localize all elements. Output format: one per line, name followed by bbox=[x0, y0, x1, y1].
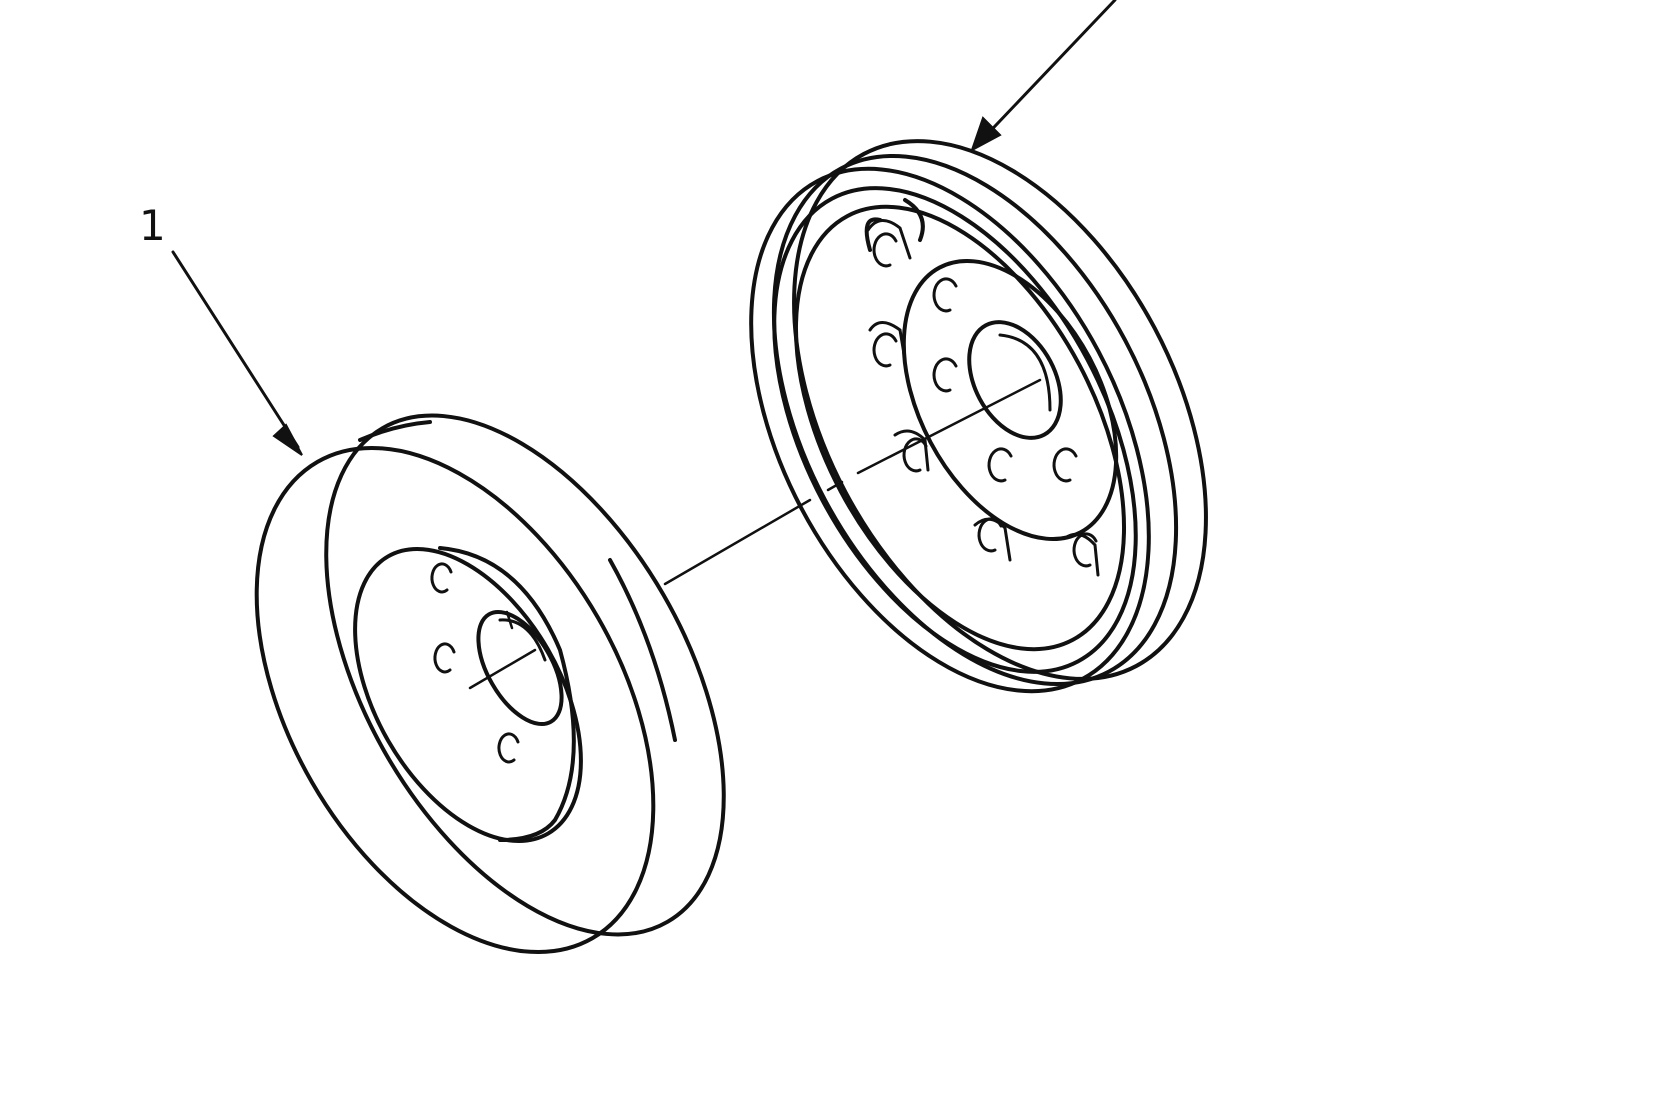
rear-pulley-bolt-holes bbox=[872, 232, 1098, 568]
center-axis-line bbox=[663, 378, 1042, 586]
callout-label-1: 1 bbox=[139, 201, 166, 250]
rear-pulley bbox=[749, 139, 1208, 694]
callout-arrow-2 bbox=[970, 0, 1117, 153]
callout-arrow-1 bbox=[171, 250, 303, 456]
front-pulley bbox=[254, 413, 726, 955]
front-pulley-bolt-holes bbox=[430, 562, 520, 764]
